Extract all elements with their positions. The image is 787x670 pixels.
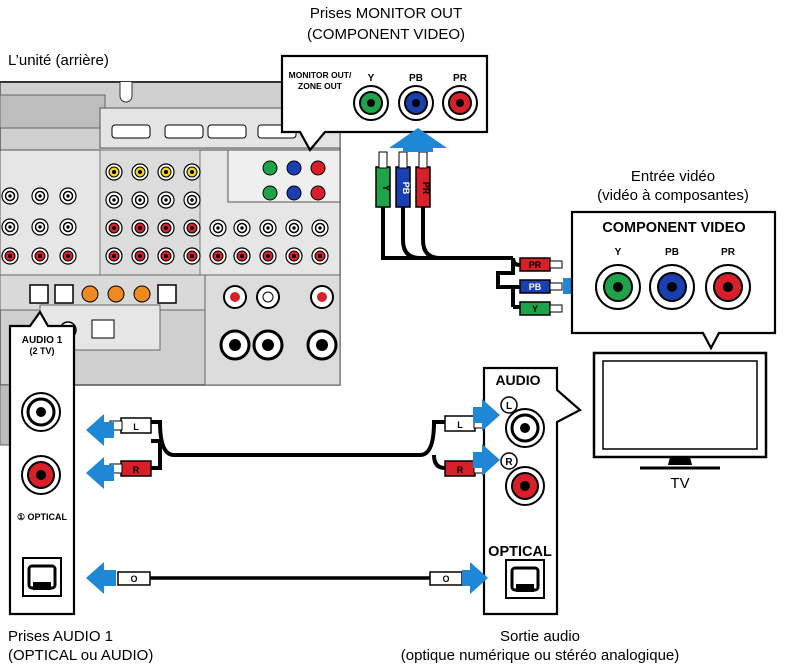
arrow-left-icon	[86, 414, 114, 446]
tv-component-pb-jack	[649, 264, 695, 310]
audio1-panel: AUDIO 1 (2 TV) ① OPTICAL	[8, 309, 76, 616]
tv-optical-title: OPTICAL	[488, 544, 552, 560]
monitor-out-jacks-label-2: (COMPONENT VIDEO)	[306, 26, 466, 43]
tv-audio-panel: AUDIO L R OPTICAL	[482, 366, 582, 616]
cable-tag-pb-top: PB	[401, 182, 411, 195]
cable-tag-r-left: R	[133, 465, 140, 475]
audio1-jacks-label-1: Prises AUDIO 1	[8, 628, 114, 645]
tv-component-y-jack	[595, 264, 641, 310]
tv-audio-left-mark: L	[506, 401, 512, 412]
cable-tag-y-top: Y	[380, 185, 391, 192]
cable-tag-pr-right: PR	[529, 260, 542, 270]
monitor-out-title-1: MONITOR OUT/	[289, 70, 352, 80]
monitor-out-pr-label: PR	[453, 73, 468, 84]
monitor-out-pr-jack	[442, 85, 478, 121]
audio1-title: AUDIO 1	[22, 335, 63, 346]
arrow-right-icon	[473, 444, 500, 476]
audio-output-label-1: Sortie audio	[499, 628, 581, 645]
tv-component-pb-label: PB	[665, 247, 679, 258]
arrow-right-icon	[473, 399, 500, 431]
cable-tag-pr-top: PR	[421, 182, 431, 195]
monitor-out-pb-label: PB	[409, 73, 423, 84]
video-input-label-2: (vidéo à composantes)	[597, 187, 749, 204]
video-input-label-1: Entrée vidéo	[630, 168, 716, 185]
audio1-optical-jack	[22, 557, 62, 597]
analog-audio-cable: L R L R	[109, 415, 485, 477]
arrow-left-icon	[86, 562, 116, 594]
cable-tag-l-left: L	[133, 422, 139, 432]
monitor-out-title-2: ZONE OUT	[298, 81, 343, 91]
audio1-left-jack	[20, 391, 62, 433]
tv-optical-jack	[505, 559, 545, 599]
monitor-out-jacks-label-1: Prises MONITOR OUT	[309, 5, 463, 22]
monitor-out-panel: MONITOR OUT/ ZONE OUT Y PB PR	[280, 54, 489, 152]
tv-component-title: COMPONENT VIDEO	[602, 220, 745, 236]
tv-audio-right-jack	[505, 466, 545, 506]
cable-tag-r-right: R	[457, 465, 464, 475]
audio-output-label-2: (optique numérique ou stéréo analogique)	[400, 647, 680, 664]
monitor-out-y-jack	[353, 85, 389, 121]
tv-component-pr-jack	[705, 264, 751, 310]
cable-tag-pb-right: PB	[529, 282, 542, 292]
unit-rear-label: L’unité (arrière)	[8, 52, 109, 69]
cable-tag-o-left: O	[130, 574, 137, 584]
cable-tag-l-right: L	[457, 420, 463, 430]
tv-icon	[592, 351, 768, 470]
tv-audio-right-mark: R	[505, 457, 513, 468]
tv-component-y-label: Y	[615, 247, 622, 258]
audio1-optical-label: ① OPTICAL	[17, 512, 68, 522]
audio1-subtitle: (2 TV)	[29, 346, 54, 356]
tv-component-panel: COMPONENT VIDEO Y PB PR	[570, 210, 777, 351]
optical-cable: O O	[117, 571, 463, 586]
cable-tag-y-right: Y	[532, 304, 538, 314]
audio1-jacks-label-2: (OPTICAL ou AUDIO)	[8, 647, 154, 664]
tv-component-pr-label: PR	[721, 247, 736, 258]
tv-audio-left-jack	[504, 407, 546, 449]
tv-audio-title: AUDIO	[495, 372, 540, 388]
monitor-out-y-label: Y	[368, 73, 375, 84]
tv-label: TV	[670, 475, 690, 492]
component-cable: Y PB PR PR PB Y	[375, 151, 563, 316]
arrow-left-icon	[86, 457, 114, 489]
monitor-out-pb-jack	[398, 85, 434, 121]
audio1-right-jack	[21, 455, 61, 495]
arrow-right-icon	[462, 562, 488, 594]
arrow-up-icon	[389, 128, 447, 152]
cable-tag-o-right: O	[442, 574, 449, 584]
